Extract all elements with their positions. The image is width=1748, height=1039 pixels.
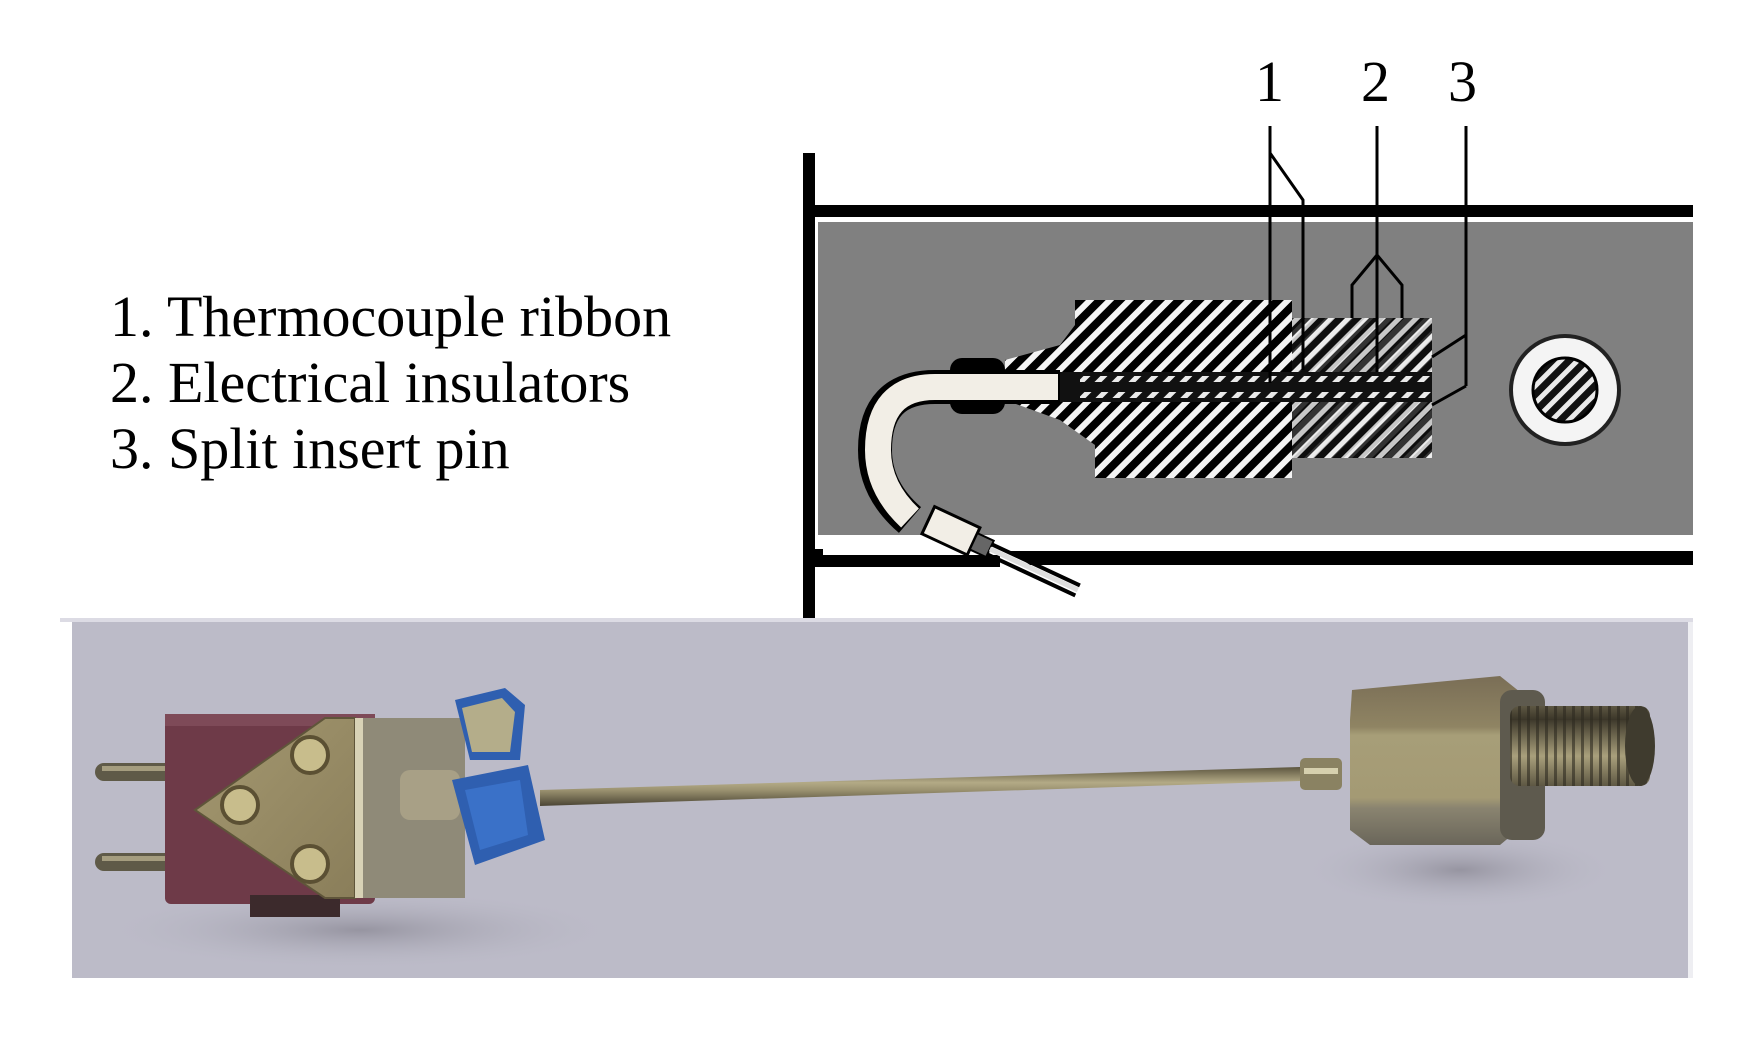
legend-item-thermocouple-ribbon: 1. Thermocouple ribbon: [110, 284, 671, 350]
legend-item-electrical-insulators: 2. Electrical insulators: [110, 350, 671, 416]
legend-label: Split insert pin: [168, 416, 510, 481]
screw: [290, 735, 330, 775]
legend: 1. Thermocouple ribbon 2. Electrical ins…: [110, 284, 671, 482]
legend-item-split-insert-pin: 3. Split insert pin: [110, 416, 671, 482]
cross-section-diagram: [803, 126, 1693, 618]
legend-number: 1.: [110, 284, 154, 349]
wall-bottom-right: [1010, 551, 1693, 565]
callout-3: 3: [1448, 49, 1477, 114]
screw: [290, 844, 330, 884]
callout-2: 2: [1361, 49, 1390, 114]
sheath-tube: [864, 374, 1058, 528]
hex-fitting: [1350, 676, 1530, 845]
probe-photo: [60, 618, 1693, 978]
legend-label: Thermocouple ribbon: [166, 284, 672, 349]
probe-rod: [540, 767, 1300, 806]
wall-top: [803, 205, 1693, 217]
blue-tag: [452, 688, 545, 865]
leader-lines: [1268, 126, 1468, 407]
threaded-stem: [1510, 706, 1650, 786]
legend-number: 3.: [110, 416, 154, 481]
wall-bottom-left: [815, 555, 1000, 567]
wall-left: [803, 153, 815, 618]
callout-1: 1: [1255, 49, 1284, 114]
legend-number: 2.: [110, 350, 154, 415]
sleeve-connector: [919, 504, 1081, 598]
legend-label: Electrical insulators: [168, 350, 631, 415]
connector-pins: [95, 763, 185, 871]
screw: [220, 785, 260, 825]
